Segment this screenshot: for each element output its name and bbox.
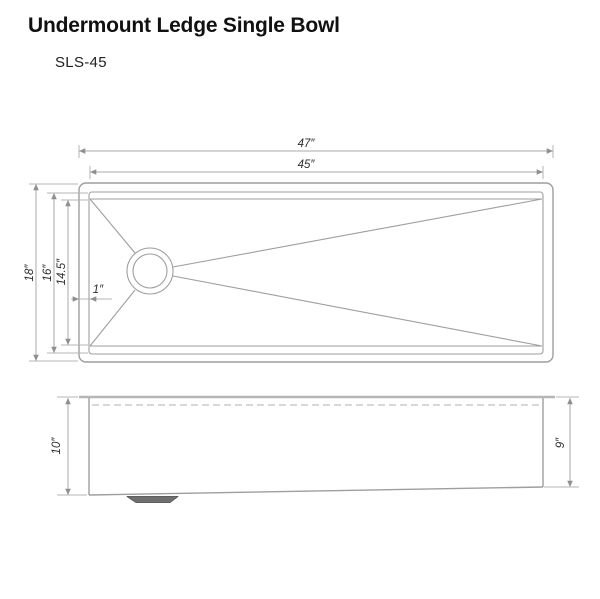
- top-view: [78, 182, 554, 363]
- dim-label-bowl-depth: 16″: [42, 264, 54, 282]
- side-view-dimensions: 10″ 9″: [51, 396, 579, 496]
- dim-label-left-depth: 10″: [51, 437, 63, 455]
- slope-line-upper-left: [89, 198, 136, 254]
- top-view-dimensions: 47″ 45″ 18″ 16″ 14.5″ 1″: [24, 138, 554, 362]
- drain-outer-circle-icon: [126, 247, 174, 295]
- side-view-sloped-bottom: [88, 486, 544, 496]
- dim-label-ledge-width: 1″: [93, 284, 104, 296]
- model-number: SLS-45: [55, 54, 107, 71]
- dim-label-basin-depth: 14.5″: [56, 258, 68, 285]
- slope-line-lower-left: [89, 289, 136, 347]
- drain-fitting-icon: [126, 496, 179, 503]
- dim-label-bowl-width: 45″: [298, 159, 316, 171]
- dim-label-overall-depth: 18″: [24, 264, 36, 282]
- dim-label-overall-width: 47″: [298, 138, 316, 150]
- slope-line-lower-right: [172, 275, 543, 347]
- top-view-outer-rim: [78, 182, 554, 363]
- drain-inner-circle-icon: [132, 253, 168, 289]
- slope-line-upper-right: [172, 198, 543, 268]
- dim-label-right-depth: 9″: [555, 437, 567, 448]
- page-title: Undermount Ledge Single Bowl: [28, 14, 340, 37]
- side-view: [79, 395, 555, 503]
- top-view-bowl-rim: [88, 191, 544, 355]
